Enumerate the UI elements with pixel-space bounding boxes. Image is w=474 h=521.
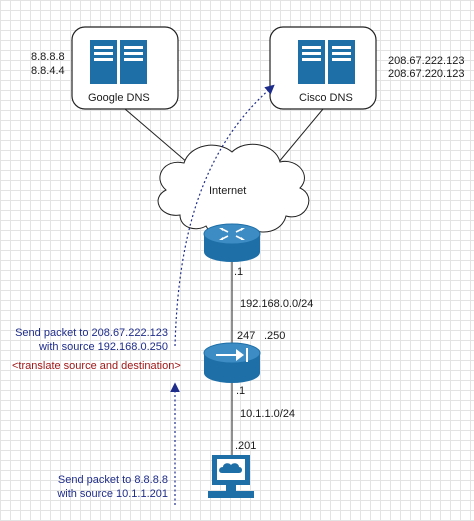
translated-packet-line-2: with source 192.168.0.250 [38, 341, 168, 353]
cisco-dns-server-icon [298, 40, 355, 84]
link-cisco-internet [277, 108, 324, 164]
translate-note: <translate source and destination> [12, 360, 181, 372]
internet-label: Internet [209, 185, 247, 197]
lower-subnet-label: 10.1.1.0/24 [240, 408, 296, 420]
original-packet-line-2: with source 10.1.1.201 [57, 488, 168, 500]
original-packet-line-1: Send packet to 8.8.8.8 [57, 474, 168, 486]
firewall-inside-label: .1 [236, 385, 246, 397]
host-address-label: .201 [235, 440, 257, 452]
firewall-icon[interactable] [203, 342, 261, 383]
upper-subnet-label: 192.168.0.0/24 [240, 298, 314, 310]
router-icon[interactable] [203, 223, 261, 262]
translated-packet-line-1: Send packet to 208.67.222.123 [15, 327, 168, 339]
translated-packet-flow-arrow [174, 84, 275, 347]
firewall-outside-label: 247 [237, 330, 256, 342]
cisco-dns-ip-secondary: 208.67.220.123 [388, 68, 465, 80]
firewall-outside-ip-label: .250 [264, 330, 286, 342]
host-computer-icon[interactable] [208, 455, 254, 498]
google-dns-label: Google DNS [88, 92, 150, 104]
link-google-internet [124, 108, 189, 164]
cisco-dns-ip-primary: 208.67.222.123 [388, 55, 465, 67]
google-dns-ip-primary: 8.8.8.8 [31, 51, 65, 63]
google-dns-ip-secondary: 8.8.4.4 [31, 65, 65, 77]
google-dns-server-icon [90, 40, 147, 84]
router-interface-label: .1 [234, 266, 244, 278]
cisco-dns-label: Cisco DNS [299, 92, 353, 104]
